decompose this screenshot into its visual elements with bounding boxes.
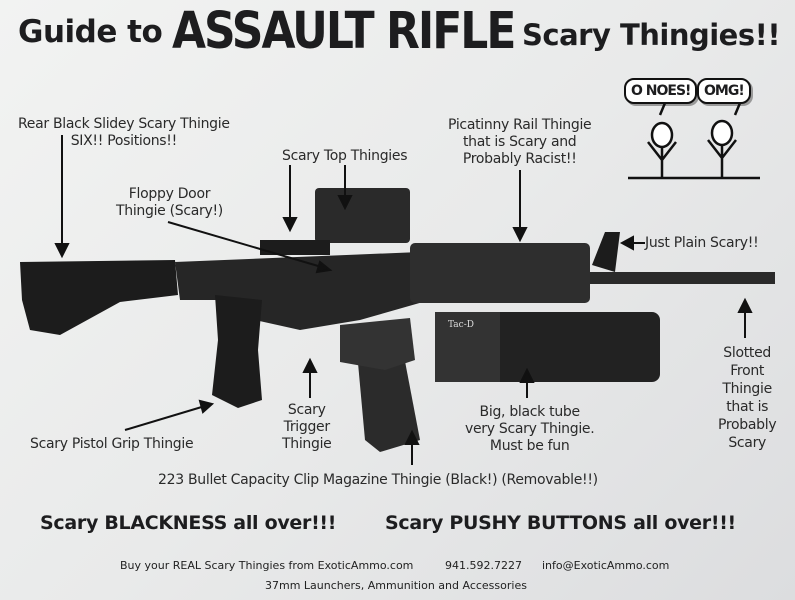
barrel <box>590 272 775 284</box>
label-launcher: Big, black tube very Scary Thingie. Must… <box>465 404 595 455</box>
footer-email: info@ExoticAmmo.com <box>542 559 670 572</box>
slogan-left: Scary BLACKNESS all over!!! <box>40 512 337 534</box>
label-line: Thingie <box>722 381 772 397</box>
label-floppy-door: Floppy Door Thingie (Scary!) <box>116 186 223 220</box>
pistol-grip <box>212 295 262 408</box>
label-flash-hider: Slotted Front Thingie that is Probably S… <box>718 344 777 452</box>
label-line: Trigger <box>283 419 330 435</box>
label-line: Rear Black Slidey Scary Thingie <box>18 116 230 132</box>
label-line: Big, black tube <box>479 404 581 420</box>
label-line: Floppy Door <box>128 186 211 202</box>
footer-buy: Buy your REAL Scary Thingies from Exotic… <box>120 559 414 572</box>
label-line: Slotted <box>723 345 772 361</box>
label-picatinny: Picatinny Rail Thingie that is Scary and… <box>448 117 592 168</box>
label-rear-stock: Rear Black Slidey Scary Thingie SIX!! Po… <box>18 116 230 150</box>
label-magazine: 223 Bullet Capacity Clip Magazine Thingi… <box>158 472 598 488</box>
label-front-sight: Just Plain Scary!! <box>645 235 759 251</box>
label-line: Front <box>730 363 765 379</box>
label-line: very Scary Thingie. <box>465 421 595 437</box>
stock <box>20 260 178 335</box>
footer-phone: 941.592.7227 <box>445 559 522 572</box>
title-suffix: Scary Thingies!! <box>522 18 781 52</box>
stick-figures-icon <box>628 102 760 180</box>
slogan-right: Scary PUSHY BUTTONS all over!!! <box>385 512 736 534</box>
label-top: Scary Top Thingies <box>282 148 408 164</box>
label-line: Picatinny Rail Thingie <box>448 117 592 133</box>
label-line: that is Scary and <box>462 134 577 150</box>
title-prefix: Guide to <box>18 14 163 50</box>
label-trigger: Scary Trigger Thingie <box>282 402 332 453</box>
speech-bubble-right: OMG! <box>697 78 751 104</box>
title-main: ASSAULT RIFLE <box>172 2 516 61</box>
label-line: Scary <box>728 435 767 451</box>
speech-bubble-left: O NOES! <box>624 78 698 104</box>
label-line: Must be fun <box>489 438 570 454</box>
label-line: Thingie <box>282 436 332 452</box>
label-line: SIX!! Positions!! <box>70 133 178 149</box>
label-line: Thingie (Scary!) <box>116 203 223 219</box>
footer-tagline: 37mm Launchers, Ammunition and Accessori… <box>265 579 527 592</box>
label-line: Probably <box>718 417 777 433</box>
handguard <box>410 243 590 303</box>
rifle-image <box>20 188 775 452</box>
label-line: Scary <box>287 402 326 418</box>
launcher-marking: Tac-D <box>448 320 474 330</box>
label-line: that is <box>726 399 769 415</box>
label-line: Probably Racist!! <box>462 151 577 167</box>
label-pistol-grip: Scary Pistol Grip Thingie <box>30 436 194 452</box>
